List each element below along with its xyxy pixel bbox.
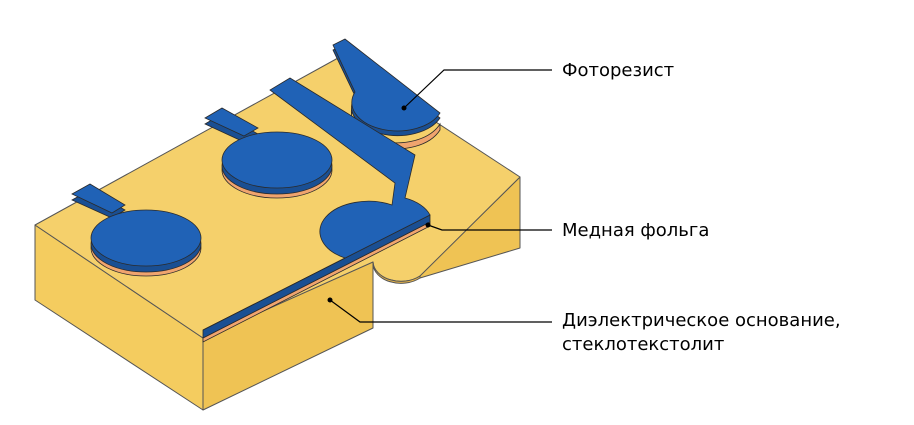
label-photoresist: Фоторезист xyxy=(562,60,675,81)
trace xyxy=(202,77,431,343)
label-dielectric: Диэлектрическое основание, стеклотекстол… xyxy=(562,309,841,357)
leader-photoresist xyxy=(403,69,552,109)
leader-lines xyxy=(329,69,552,323)
board-notch xyxy=(372,261,421,284)
pad-left xyxy=(71,183,202,277)
label-dielectric-line2: стеклотекстолит xyxy=(562,334,725,355)
pad-top-right xyxy=(332,38,441,150)
leader-dielectric xyxy=(329,299,552,323)
pad-middle xyxy=(204,107,333,199)
label-copper-foil: Медная фольга xyxy=(562,220,710,241)
leader-copper xyxy=(427,224,552,231)
label-dielectric-line1: Диэлектрическое основание, xyxy=(562,310,841,331)
leader-dots xyxy=(327,105,431,303)
